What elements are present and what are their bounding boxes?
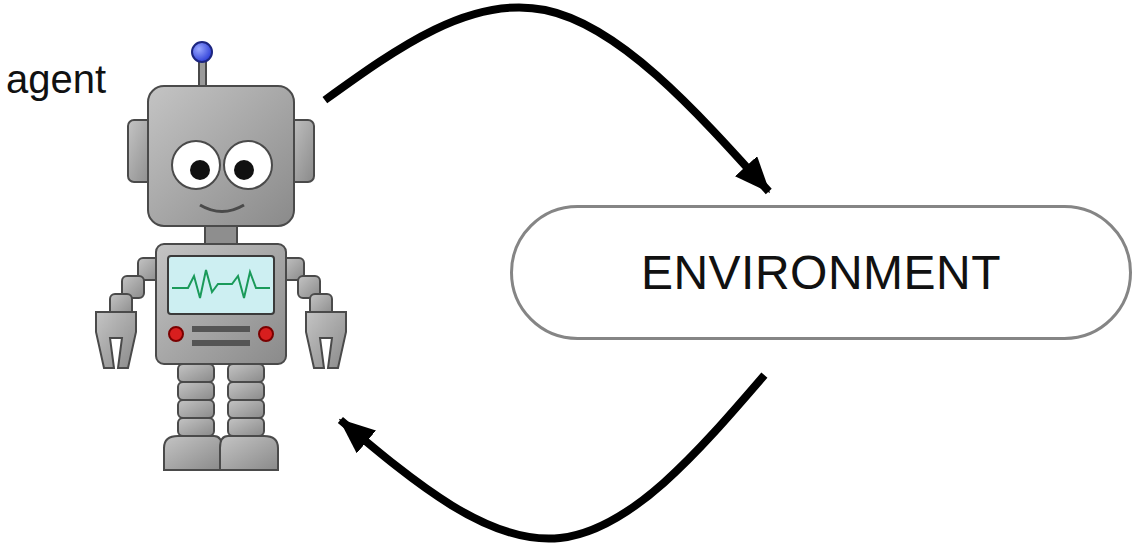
- node-label: agent: [0, 35, 106, 102]
- flow-arrow: [340, 375, 764, 539]
- node-label: ENVIRONMENT: [641, 245, 1001, 300]
- environment-box: ENVIRONMENT: [510, 205, 1132, 340]
- robot: [96, 42, 346, 470]
- agent-figure: agent: [0, 35, 370, 475]
- flow-arrow: [325, 7, 769, 191]
